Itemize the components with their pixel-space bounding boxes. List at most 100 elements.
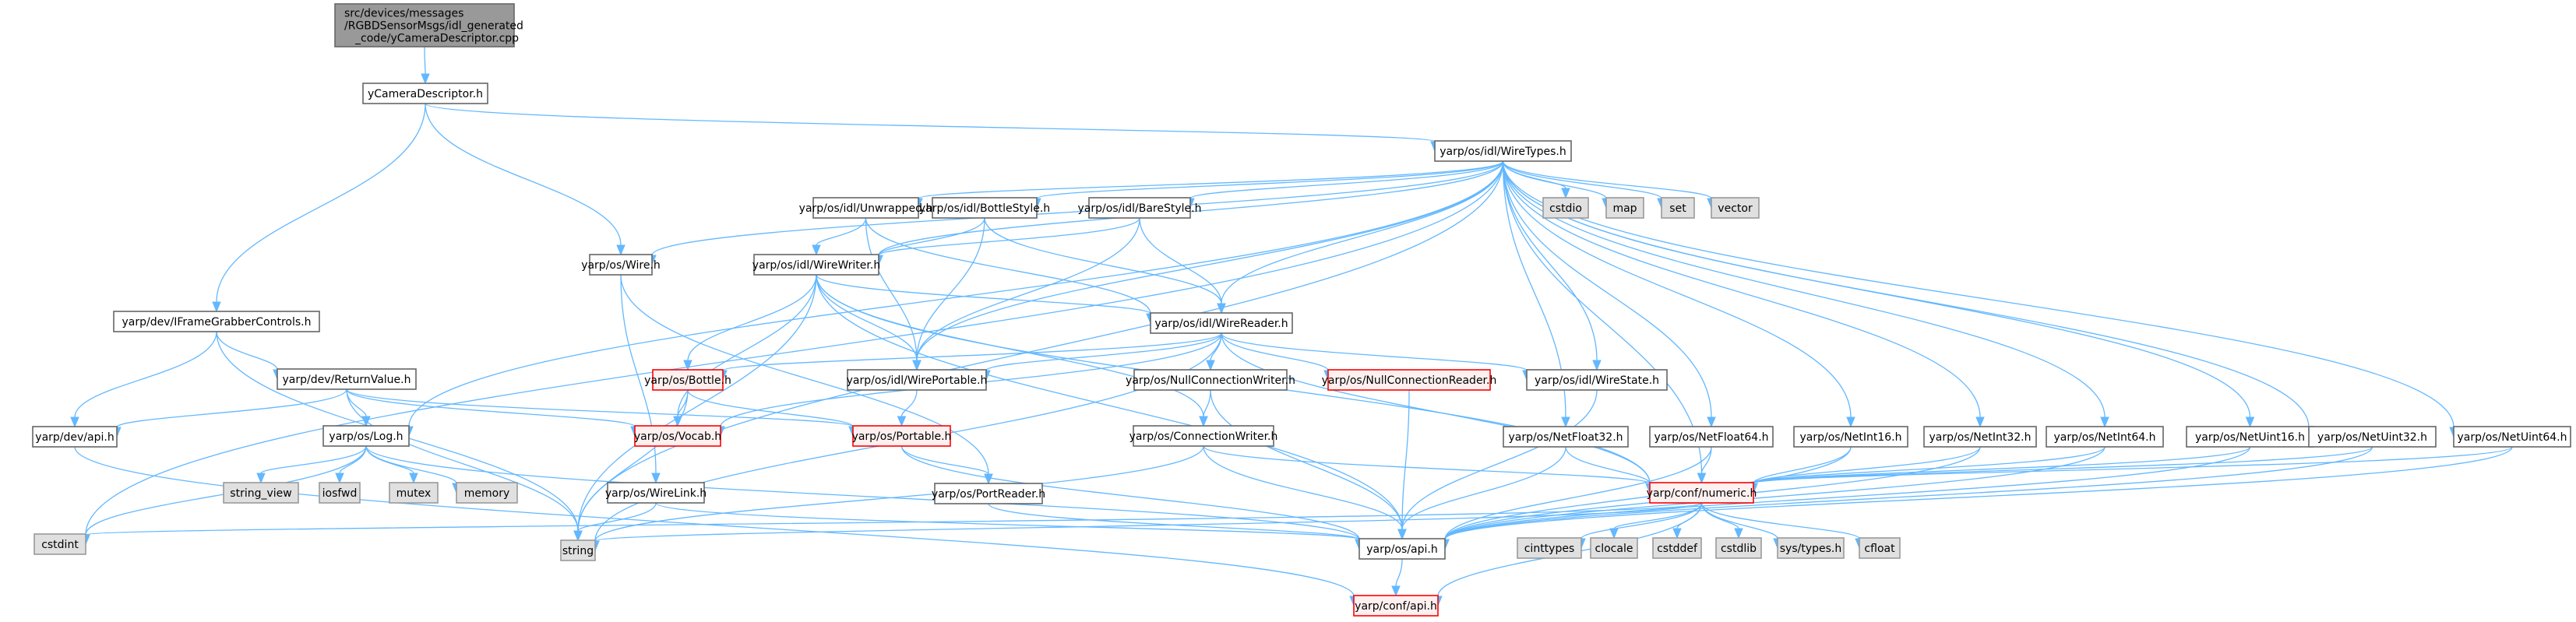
node-bottlestyle[interactable]: yarp/os/idl/BottleStyle.h: [919, 197, 1050, 219]
edge-portable-to-osapi: [900, 445, 1360, 540]
edge-netint32-to-numeric: [1753, 446, 1981, 484]
edge-wirewriter-to-wirereader: [816, 274, 1151, 315]
node-box: [223, 482, 299, 504]
node-box: [1526, 369, 1668, 391]
arrowhead-icon: [1561, 416, 1570, 428]
node-box: [1327, 369, 1491, 391]
node-iframegrabbercontrols[interactable]: yarp/dev/IFrameGrabberControls.h: [113, 311, 320, 332]
node-cinttypes: cinttypes: [1517, 537, 1582, 559]
arrowhead-icon: [984, 473, 993, 485]
node-cstdio: cstdio: [1542, 197, 1589, 219]
node-box: [1542, 197, 1589, 219]
node-connectionwriter[interactable]: yarp/os/ConnectionWriter.h: [1129, 425, 1278, 447]
arrowhead-icon: [1199, 416, 1208, 427]
node-wire[interactable]: yarp/os/Wire.h: [581, 254, 661, 276]
edge-netint64-to-numeric: [1753, 446, 2106, 484]
edge-bottlestyle-to-wirewriter: [878, 217, 985, 256]
node-box: [1353, 595, 1439, 617]
node-label: vector: [1718, 202, 1753, 215]
node-devapi[interactable]: yarp/dev/api.h: [32, 426, 118, 448]
node-nullconnectionreader[interactable]: yarp/os/NullConnectionReader.h: [1322, 369, 1497, 391]
node-box: [32, 426, 118, 448]
node-label: yarp/os/NetUint16.h: [2195, 431, 2305, 444]
node-cstddef: cstddef: [1652, 537, 1702, 559]
node-label: clocale: [1595, 543, 1633, 555]
node-label: yarp/os/NetUint32.h: [2317, 431, 2427, 444]
node-box: [1517, 537, 1582, 559]
node-box: [33, 533, 86, 555]
edge-wire-to-portreader: [620, 274, 989, 475]
node-label: yarp/os/idl/WireWriter.h: [752, 259, 880, 272]
node-mutex: mutex: [389, 482, 439, 504]
node-box: [2308, 426, 2437, 448]
edge-barestyle-to-wirereader: [1139, 217, 1222, 304]
node-confapi[interactable]: yarp/conf/api.h: [1353, 595, 1439, 617]
edge-wiretypes-to-wireportable: [916, 160, 1504, 361]
node-nullconnectionwriter[interactable]: yarp/os/NullConnectionWriter.h: [1126, 369, 1295, 391]
node-wirestate[interactable]: yarp/os/idl/WireState.h: [1526, 369, 1668, 391]
node-label: yarp/dev/IFrameGrabberControls.h: [122, 316, 311, 329]
edge-unwrapped-to-wirereader: [865, 217, 1151, 315]
node-portreader[interactable]: yarp/os/PortReader.h: [932, 483, 1045, 504]
node-netuint16[interactable]: yarp/os/NetUint16.h: [2186, 426, 2314, 448]
node-netfloat64[interactable]: yarp/os/NetFloat64.h: [1649, 426, 1774, 448]
edge-wiretypes-to-bottlestyle: [1036, 160, 1504, 199]
edge-log-to-iosfwd: [339, 445, 367, 474]
edge-wiretypes-to-netint64: [1502, 160, 2106, 418]
node-box: [1605, 197, 1644, 219]
edge-portable-to-portreader: [900, 445, 989, 475]
node-label: yarp/os/WireLink.h: [605, 487, 707, 500]
node-netuint32[interactable]: yarp/os/NetUint32.h: [2308, 426, 2437, 448]
edge-unwrapped-to-wirewriter: [816, 217, 867, 246]
edge-numeric-to-cfloat: [1700, 502, 1860, 539]
edge-wiretypes-to-cstdint: [85, 160, 1504, 536]
node-box: [1923, 426, 2037, 448]
arrowhead-icon: [912, 360, 922, 371]
node-box: [1661, 197, 1695, 219]
node-wirelink[interactable]: yarp/os/WireLink.h: [605, 482, 707, 504]
node-box: [277, 368, 417, 390]
node-netint32[interactable]: yarp/os/NetInt32.h: [1923, 426, 2037, 448]
node-box: [634, 425, 721, 447]
node-label: yarp/os/Log.h: [329, 430, 403, 443]
node-returnvalue[interactable]: yarp/dev/ReturnValue.h: [277, 368, 417, 390]
node-label: yarp/os/NetFloat64.h: [1654, 431, 1768, 444]
node-portable[interactable]: yarp/os/Portable.h: [852, 425, 952, 447]
node-label: yarp/dev/api.h: [35, 431, 114, 444]
node-netuint64[interactable]: yarp/os/NetUint64.h: [2453, 426, 2571, 448]
node-netfloat32[interactable]: yarp/os/NetFloat32.h: [1503, 426, 1629, 448]
node-string_view: string_view: [223, 482, 299, 504]
node-log[interactable]: yarp/os/Log.h: [322, 425, 410, 447]
node-numeric[interactable]: yarp/conf/numeric.h: [1647, 482, 1757, 504]
node-wirereader[interactable]: yarp/os/idl/WireReader.h: [1150, 312, 1293, 334]
node-label: yarp/os/NetFloat32.h: [1508, 431, 1623, 444]
edge-bottlestyle-to-wireportable: [916, 217, 985, 361]
node-box: [932, 197, 1038, 219]
node-ycameradescriptor[interactable]: yCameraDescriptor.h: [362, 83, 488, 104]
edge-log-to-string_view: [260, 445, 367, 474]
node-cstdint: cstdint: [33, 533, 86, 555]
node-systypes: sys/types.h: [1777, 537, 1845, 559]
edge-barestyle-to-wirewriter: [878, 217, 1140, 256]
node-wiretypes[interactable]: yarp/os/idl/WireTypes.h: [1434, 140, 1572, 162]
edge-numeric-to-cstdint: [85, 502, 1703, 536]
edge-ycameradescriptor-to-iframegrabbercontrols: [216, 103, 426, 303]
arrowhead-icon: [1217, 303, 1226, 315]
node-unwrapped[interactable]: yarp/os/idl/Unwrapped.h: [799, 197, 933, 219]
node-vocab[interactable]: yarp/os/Vocab.h: [634, 425, 721, 447]
node-osapi[interactable]: yarp/os/api.h: [1358, 538, 1446, 560]
node-label: _code/yCameraDescriptor.cpp: [354, 33, 519, 45]
node-netint64[interactable]: yarp/os/NetInt64.h: [2046, 426, 2164, 448]
node-wirewriter[interactable]: yarp/os/idl/WireWriter.h: [752, 254, 880, 276]
node-label: mutex: [396, 487, 432, 500]
edge-netuint64-to-osapi: [1444, 446, 2513, 540]
node-label: /RGBDSensorMsgs/idl_generated: [344, 20, 523, 33]
node-wireportable[interactable]: yarp/os/idl/WirePortable.h: [847, 369, 988, 391]
node-barestyle[interactable]: yarp/os/idl/BareStyle.h: [1078, 197, 1202, 219]
edge-netuint32-to-osapi: [1444, 446, 2373, 540]
node-bottle[interactable]: yarp/os/Bottle.h: [644, 369, 731, 391]
node-netint16[interactable]: yarp/os/NetInt16.h: [1793, 426, 1908, 448]
edge-wiretypes-to-set: [1502, 160, 1662, 199]
arrowhead-icon: [212, 301, 221, 313]
arrowhead-icon: [1672, 528, 1682, 539]
